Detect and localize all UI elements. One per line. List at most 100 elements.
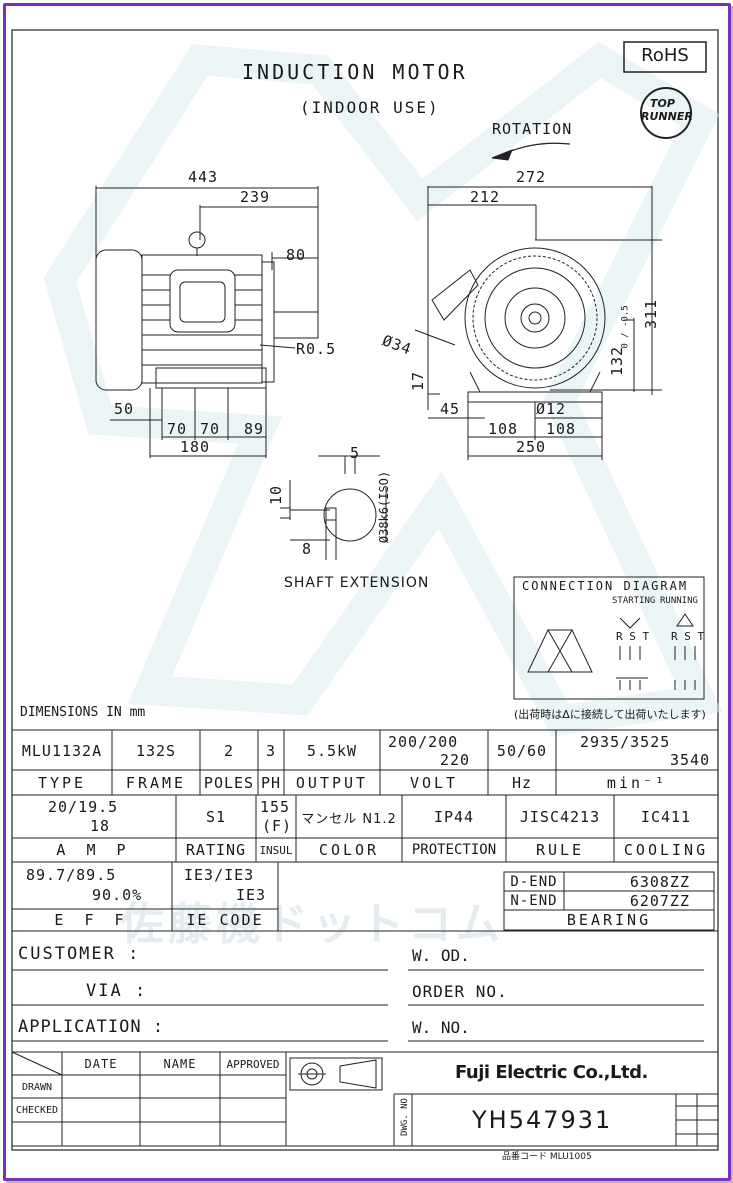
dim-12: Ø12	[536, 400, 567, 418]
rohs-badge: RoHS	[641, 45, 689, 66]
company-name: Fuji Electric Co.,Ltd.	[455, 1062, 648, 1083]
speed-value-2: 3540	[670, 751, 711, 769]
d-end-value: 6308ZZ	[629, 872, 690, 891]
application-label: APPLICATION :	[18, 1017, 165, 1037]
watermark: 佐藤機ドットコム	[120, 899, 504, 950]
dim-443: 443	[188, 168, 219, 186]
dim-311: 311	[642, 298, 661, 330]
ph-label: PH	[260, 773, 282, 792]
amp-value-1: 20/19.5	[48, 798, 119, 816]
dim-70a: 70	[167, 420, 188, 438]
d-end-label: D-END	[510, 873, 558, 890]
dim-239: 239	[240, 188, 271, 206]
order-no-label: ORDER NO.	[412, 982, 508, 1001]
frame-value: 132S	[135, 742, 177, 760]
amp-value-2: 18	[90, 817, 111, 835]
running-label: RUNNING	[660, 596, 698, 606]
rule-label: RULE	[535, 841, 585, 859]
dim-180: 180	[180, 438, 211, 456]
eff-value-1: 89.7/89.5	[26, 866, 117, 884]
top-runner-label-1: TOP	[650, 97, 675, 110]
insul-value-1: 155	[260, 798, 291, 816]
dim-r05: R0.5	[296, 340, 337, 358]
eff-value-2: 90.0%	[92, 886, 143, 904]
product-code: 品番コード MLU1005	[502, 1152, 592, 1162]
dim-70b: 70	[200, 420, 221, 438]
ie-code-label: IE CODE	[186, 911, 264, 929]
poles-label: POLES	[203, 773, 255, 792]
dim-272: 272	[516, 168, 547, 186]
type-label: TYPE	[37, 773, 87, 792]
rating-value: S1	[205, 808, 227, 826]
dim-132: 132	[608, 345, 627, 377]
dim-250: 250	[516, 438, 547, 456]
frame-label: FRAME	[125, 773, 187, 792]
page-subtitle: (INDOOR USE)	[300, 98, 440, 117]
cooling-value: IC411	[640, 808, 692, 826]
output-value: 5.5kW	[306, 742, 358, 760]
connection-diagram-title: CONNECTION DIAGRAM	[522, 579, 689, 593]
drawn-label: DRAWN	[21, 1081, 53, 1093]
rotation-label: ROTATION	[492, 120, 573, 138]
dim-5: 5	[350, 444, 361, 462]
dim-89: 89	[244, 420, 265, 438]
via-label: VIA :	[86, 981, 148, 1001]
customer-label: CUSTOMER :	[18, 944, 141, 964]
dimensions-units: DIMENSIONS IN mm	[20, 705, 146, 720]
color-label: COLOR	[318, 841, 380, 859]
bearing-label: BEARING	[566, 911, 652, 929]
rst-running: R S T	[671, 630, 705, 643]
cooling-label: COOLING	[623, 841, 709, 859]
page-title: INDUCTION MOTOR	[242, 60, 468, 84]
dim-8: 8	[302, 540, 313, 558]
rule-value: JISC4213	[519, 808, 601, 826]
hz-value: 50/60	[496, 742, 548, 760]
drawing-number: YH547931	[472, 1106, 613, 1134]
amp-label: A M P	[56, 841, 132, 859]
hz-label: Hz	[511, 773, 533, 792]
ie-value-2: IE3	[236, 886, 267, 904]
volt-label: VOLT	[409, 773, 459, 792]
dim-108a: 108	[488, 420, 519, 438]
sheet-frame	[3, 3, 731, 1181]
dwg-no-label: DWG. NO	[399, 1098, 410, 1136]
shaft-extension-label: SHAFT EXTENSION	[284, 575, 430, 591]
dim-38: Ø38k6(ISO)	[377, 470, 392, 544]
ph-value: 3	[265, 742, 277, 760]
dim-17: 17	[409, 370, 428, 392]
min-label: min⁻¹	[606, 773, 668, 792]
dim-108b: 108	[546, 420, 577, 438]
volt-value-1: 200/200	[388, 733, 459, 751]
checked-label: CHECKED	[15, 1104, 59, 1116]
dim-50: 50	[114, 400, 135, 418]
name-header: NAME	[163, 1057, 197, 1071]
dim-132-tolerance: 0 / -0.5	[620, 305, 631, 349]
approved-header: APPROVED	[226, 1057, 280, 1071]
output-label: OUTPUT	[295, 773, 369, 792]
top-runner-label-2: RUNNER	[641, 110, 693, 123]
w-no-label: W. NO.	[412, 1018, 470, 1037]
n-end-label: N-END	[510, 892, 558, 909]
n-end-value: 6207ZZ	[629, 891, 690, 910]
dim-45: 45	[440, 400, 461, 418]
poles-value: 2	[223, 742, 235, 760]
rst-starting: R S T	[616, 630, 650, 643]
volt-value-2: 220	[440, 751, 471, 769]
type-value: MLU1132A	[21, 742, 103, 760]
protection-label: PROTECTION	[411, 842, 497, 858]
rating-label: RATING	[185, 841, 247, 859]
date-header: DATE	[84, 1057, 118, 1071]
dim-80: 80	[286, 246, 307, 264]
starting-label: STARTING	[612, 596, 656, 606]
shipping-note: (出荷時はΔに接続して出荷いたします)	[514, 708, 706, 721]
dim-212: 212	[470, 188, 501, 206]
insul-label: INSUL	[259, 843, 293, 857]
color-value: マンセル N1.2	[301, 811, 397, 827]
w-od-label: W. OD.	[412, 946, 470, 965]
dim-10: 10	[267, 484, 286, 506]
insul-value-2: (F)	[262, 817, 293, 835]
protection-value: IP44	[433, 808, 475, 826]
ie-value-1: IE3/IE3	[184, 866, 255, 884]
speed-value-1: 2935/3525	[580, 733, 671, 751]
